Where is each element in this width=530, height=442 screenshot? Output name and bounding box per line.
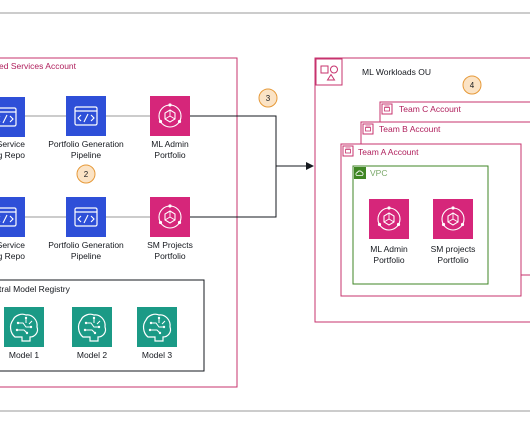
vpc-box — [352, 165, 489, 285]
ml-workloads-ou-title: ML Workloads OU — [362, 67, 431, 77]
model-registry-title: tral Model Registry — [0, 284, 71, 294]
pipeline-label-2b: Pipeline — [71, 251, 102, 261]
shared-services-account-title: ed Services Account — [0, 61, 77, 71]
pipeline-tile-2 — [66, 197, 106, 237]
team-ml-admin-portfolio-tile — [369, 199, 409, 239]
ou-icon — [315, 58, 343, 86]
model-1-label: Model 1 — [9, 350, 40, 360]
ml-admin-portfolio-label-b: Portfolio — [154, 150, 185, 160]
connector-sm-projects-to-ou — [190, 166, 277, 218]
service-repo-label-2a: Service — [0, 240, 25, 250]
svg-text:4: 4 — [470, 81, 475, 90]
step-badge-2: 2 — [76, 164, 96, 184]
team-ml-admin-label-b: Portfolio — [373, 255, 404, 265]
ml-admin-portfolio-label-a: ML Admin — [151, 139, 189, 149]
ml-admin-portfolio-tile — [150, 96, 190, 136]
pipeline-label-2a: Portfolio Generation — [48, 240, 124, 250]
team-sm-projects-label-b: Portfolio — [437, 255, 468, 265]
connector-ml-admin-to-ou — [190, 115, 277, 166]
pipeline-label-1b: Pipeline — [71, 150, 102, 160]
ml-workloads-ou-box — [314, 57, 530, 323]
team-sm-projects-portfolio-tile — [433, 199, 473, 239]
service-repo-label-1b: g Repo — [0, 150, 25, 160]
service-repo-tile-2 — [0, 197, 25, 237]
team-a-account-box — [340, 143, 522, 297]
pipeline-tile-1 — [66, 96, 106, 136]
team-a-account-title: Team A Account — [358, 147, 419, 157]
shared-services-account-box — [0, 57, 238, 388]
model-2-label: Model 2 — [77, 350, 108, 360]
team-b-account-title: Team B Account — [379, 124, 441, 134]
pipeline-label-1a: Portfolio Generation — [48, 139, 124, 149]
svg-text:2: 2 — [84, 170, 89, 179]
vpc-title: VPC — [370, 168, 387, 178]
service-repo-label-1a: Service — [0, 139, 25, 149]
service-repo-label-2b: g Repo — [0, 251, 25, 261]
model-registry-box — [0, 279, 205, 372]
model-1-tile — [4, 307, 44, 347]
step-badge-4: 4 — [462, 75, 482, 95]
service-repo-tile-1 — [0, 97, 25, 137]
team-ml-admin-label-a: ML Admin — [370, 244, 408, 254]
model-2-tile — [72, 307, 112, 347]
sm-projects-portfolio-label-b: Portfolio — [154, 251, 185, 261]
vpc-icon — [354, 167, 366, 179]
sm-projects-portfolio-tile — [150, 197, 190, 237]
sm-projects-portfolio-label-a: SM Projects — [147, 240, 193, 250]
model-3-label: Model 3 — [142, 350, 173, 360]
team-sm-projects-label-a: SM projects — [431, 244, 476, 254]
team-c-account-title: Team C Account — [399, 104, 462, 114]
svg-text:3: 3 — [266, 94, 271, 103]
step-badge-3: 3 — [258, 88, 278, 108]
model-3-tile — [137, 307, 177, 347]
